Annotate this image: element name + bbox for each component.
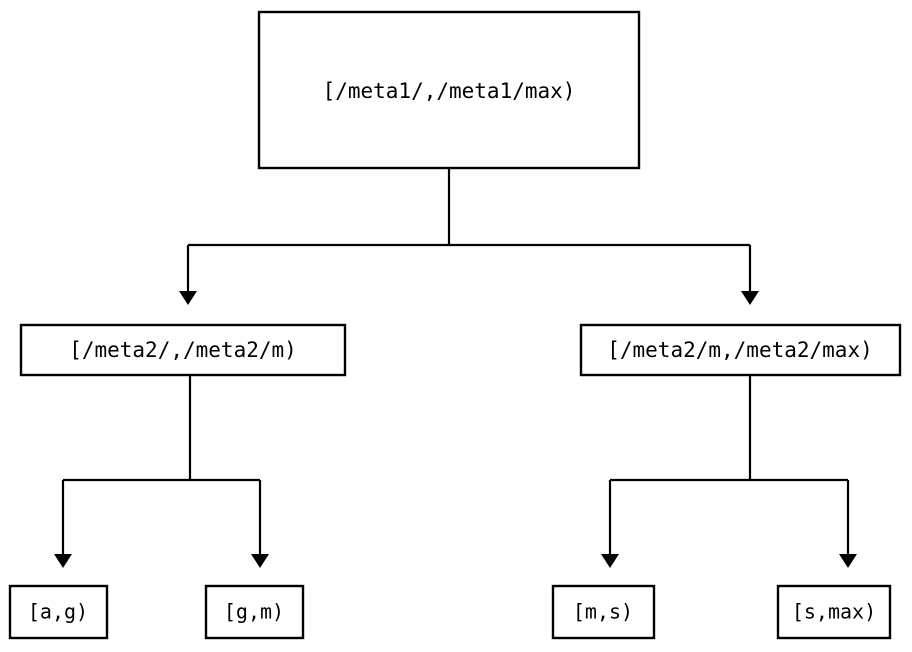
- node-leaf-2-box[interactable]: [204, 584, 305, 640]
- arrowhead-to-leaf-3-icon: [601, 554, 619, 568]
- node-leaf-4[interactable]: [s,max): [776, 584, 892, 640]
- arrowhead-to-mid-left-icon: [179, 291, 197, 305]
- node-leaf-1[interactable]: [a,g): [8, 584, 109, 640]
- node-leaf-3[interactable]: [m,s): [551, 584, 656, 640]
- node-mid-left-box[interactable]: [19, 323, 347, 377]
- arrowhead-to-leaf-1-icon: [54, 554, 72, 568]
- node-leaf-1-label: [a,g): [28, 600, 88, 624]
- arrowhead-to-leaf-4-icon: [839, 554, 857, 568]
- node-leaf-1-box[interactable]: [8, 584, 109, 640]
- arrowhead-to-mid-right-icon: [741, 291, 759, 305]
- node-root-box[interactable]: [257, 10, 641, 170]
- node-mid-right[interactable]: [/meta2/m,/meta2/max): [579, 323, 902, 377]
- node-leaf-2[interactable]: [g,m): [204, 584, 305, 640]
- edge-midleft-to-leaves: [54, 375, 269, 568]
- node-root-label: [/meta1/,/meta1/max): [323, 79, 576, 103]
- node-root[interactable]: [/meta1/,/meta1/max): [257, 10, 641, 170]
- node-leaf-4-label: [s,max): [792, 600, 876, 624]
- edge-root-to-middles: [179, 168, 759, 305]
- edge-midright-to-leaves: [601, 375, 857, 568]
- node-mid-right-box[interactable]: [579, 323, 902, 377]
- node-leaf-3-label: [m,s): [573, 600, 633, 624]
- node-mid-right-label: [/meta2/m,/meta2/max): [607, 338, 873, 362]
- node-leaf-2-label: [g,m): [224, 600, 284, 624]
- node-mid-left-label: [/meta2/,/meta2/m): [69, 338, 297, 362]
- node-leaf-3-box[interactable]: [551, 584, 656, 640]
- node-leaf-4-box[interactable]: [776, 584, 892, 640]
- node-mid-left[interactable]: [/meta2/,/meta2/m): [19, 323, 347, 377]
- arrowhead-to-leaf-2-icon: [251, 554, 269, 568]
